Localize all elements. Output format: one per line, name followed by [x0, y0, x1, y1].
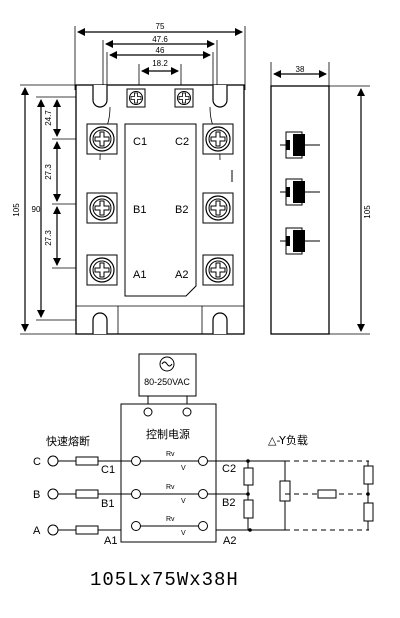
side-view: 38 105 [270, 62, 372, 335]
front-view: 75 47.6 46 18.2 105 90 24.7 27.3 27.3 [12, 22, 246, 335]
fuse-label: 快速熔断 [46, 434, 90, 448]
rv-b: Rv [166, 484, 175, 491]
dim-height-total: 105 [12, 203, 21, 217]
wiring-b1-label: B1 [101, 498, 114, 510]
terminal-b2-label: B2 [175, 204, 188, 216]
dim-side-depth: 38 [296, 65, 305, 74]
terminal-a2-label: A2 [175, 269, 188, 281]
terminal-c1-label: C1 [133, 136, 147, 148]
power-supply-label: 80-250VAC [144, 377, 190, 387]
dim-pitch-1: 27.3 [44, 164, 53, 180]
size-caption: 105Lx75Wx38H [90, 569, 239, 591]
v-b: V [181, 498, 186, 505]
wiring-c2-label: C2 [222, 463, 236, 475]
dim-width-total: 75 [156, 22, 165, 31]
phase-c-label: C [33, 456, 41, 468]
dim-width-inner: 46 [156, 46, 165, 55]
rv-c: Rv [166, 451, 175, 458]
dim-width-control: 18.2 [152, 59, 168, 68]
dim-pitch-top: 24.7 [44, 110, 53, 126]
terminal-b1-label: B1 [133, 204, 146, 216]
terminal-a1-label: A1 [133, 269, 146, 281]
v-a: V [181, 530, 186, 537]
control-power-label: 控制电源 [146, 427, 190, 441]
dim-side-height: 105 [363, 205, 372, 219]
v-c: V [181, 465, 186, 472]
wiring-diagram: 80-250VAC 控制电源 快速熔断 C Rv V C1 C2 B Rv V … [33, 353, 374, 547]
terminal-c2-label: C2 [175, 136, 189, 148]
dim-height-mount: 90 [32, 205, 41, 214]
wiring-b2-label: B2 [222, 497, 235, 509]
wiring-a2-label: A2 [223, 535, 236, 547]
rv-a: Rv [166, 516, 175, 523]
phase-a-label: A [33, 525, 41, 537]
load-label: △-Y负载 [268, 433, 308, 447]
dim-pitch-2: 27.3 [44, 230, 53, 246]
dim-width-mount: 47.6 [152, 35, 168, 44]
wiring-c1-label: C1 [101, 464, 115, 476]
wiring-a1-label: A1 [104, 535, 117, 547]
phase-b-label: B [33, 489, 40, 501]
